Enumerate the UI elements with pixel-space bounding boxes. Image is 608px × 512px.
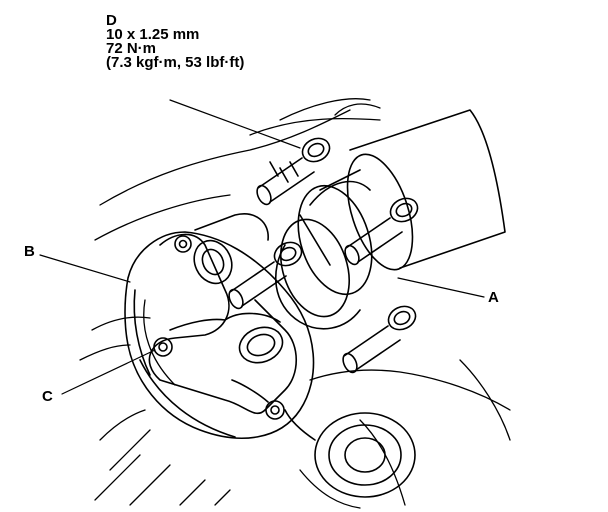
bolt-lower-d: [342, 305, 417, 374]
leader-line-d: [169, 99, 301, 149]
hub-flange-b: [124, 231, 315, 439]
bolt-middle-d: [228, 241, 303, 310]
lower-round-part: [284, 409, 416, 498]
torque-spec-block: D 10 x 1.25 mm 72 N·m (7.3 kgf·m, 53 lbf…: [106, 12, 245, 71]
callout-c: C: [42, 388, 53, 405]
bolt-upper-d: [256, 137, 331, 206]
leader-line-b: [39, 254, 131, 283]
spec-label-d: D: [106, 12, 117, 29]
spec-bolt-size: 10 x 1.25 mm: [106, 26, 200, 43]
background-housing: [79, 98, 511, 509]
callout-b: B: [24, 243, 35, 260]
leader-lines: [39, 99, 485, 395]
bolt-right-d: [344, 197, 419, 266]
spec-torque-nm: 72 N·m: [106, 40, 157, 57]
callout-a: A: [488, 289, 499, 306]
leader-line-c: [61, 349, 156, 395]
leader-line-a: [397, 277, 485, 298]
yoke-bracket-c: [148, 213, 297, 420]
spec-torque-alt: (7.3 kgf·m, 53 lbf·ft): [106, 54, 245, 71]
